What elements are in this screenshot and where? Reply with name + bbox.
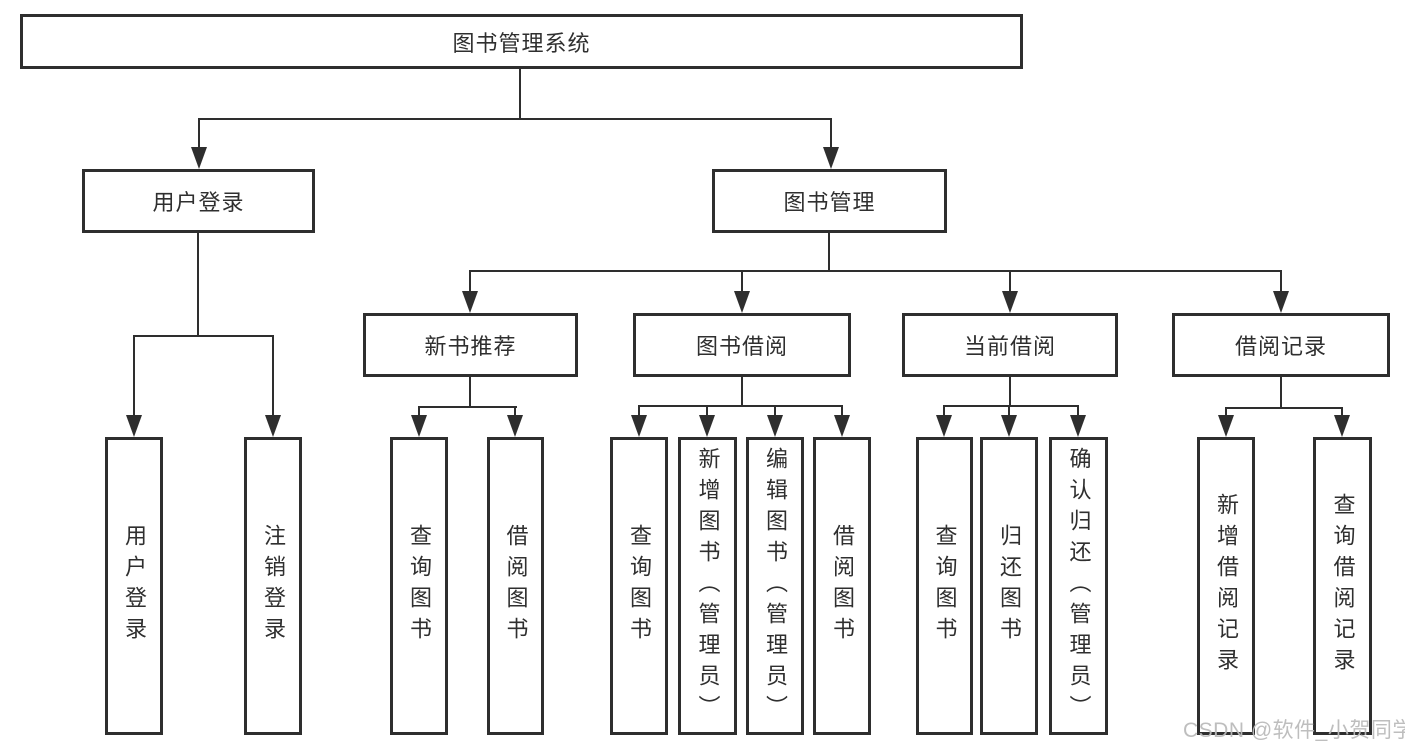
connector-arrow-borrow-records [1273,270,1289,313]
connector-book-management-branch [469,270,1282,272]
node-user-login-label: 用户登录 [152,190,245,215]
connector-arrow-borrow-books-recommend [507,406,523,437]
leaf-borrow-books-recommend: 借阅图书 [487,437,544,735]
leaf-add-borrow-record-label: 新增借阅记录 [1214,493,1239,679]
node-new-book-recommend-label: 新书推荐 [424,334,517,359]
connector-arrow-user-login [191,118,207,169]
node-root-label: 图书管理系统 [452,30,591,56]
connector-arrow-borrow-books [834,405,850,437]
leaf-confirm-return-admin-label: 确认归还（管理员） [1066,446,1092,726]
connector-records-branch [1225,407,1343,409]
connector-user-login-stem [197,233,199,337]
connector-arrow-query-books-recommend [411,406,427,437]
leaf-query-books-current-label: 查询图书 [932,524,958,648]
leaf-query-books-recommend: 查询图书 [390,437,448,735]
connector-arrow-book-management [823,118,839,169]
connector-root-branch [198,118,832,120]
connector-current-branch [943,405,1079,407]
leaf-edit-book-admin-label: 编辑图书（管理员） [763,446,788,726]
leaf-borrow-books: 借阅图书 [813,437,871,735]
connector-book-management-stem [828,233,830,272]
connector-user-login-branch [133,335,274,337]
leaf-return-books: 归还图书 [980,437,1038,735]
connector-recommend-branch [418,406,517,408]
connector-current-stem [1009,376,1011,407]
node-current-borrow-label: 当前借阅 [963,334,1056,359]
connector-arrow-confirm-return [1070,405,1086,437]
connector-arrow-add-book-admin [699,405,715,437]
leaf-query-books-borrow-label: 查询图书 [627,524,652,648]
leaf-user-login-label: 用户登录 [122,524,147,648]
csdn-watermark: CSDN @软件_小贺同学 [1183,719,1405,742]
node-current-borrow: 当前借阅 [902,313,1118,377]
leaf-return-books-label: 归还图书 [997,524,1022,648]
leaf-logout-label: 注销登录 [261,524,286,648]
connector-arrow-leaf-logout [265,335,281,437]
node-book-management-label: 图书管理 [783,190,876,215]
connector-root-stem [519,69,521,120]
connector-borrow-stem [741,377,743,407]
node-book-management: 图书管理 [712,169,947,233]
leaf-add-book-admin: 新增图书（管理员） [678,437,737,735]
leaf-edit-book-admin: 编辑图书（管理员） [746,437,804,735]
leaf-query-books-recommend-label: 查询图书 [407,524,432,648]
connector-arrow-leaf-user-login [126,335,142,437]
node-book-borrow: 图书借阅 [633,313,851,377]
node-root: 图书管理系统 [20,14,1023,69]
leaf-query-borrow-record-label: 查询借阅记录 [1330,493,1356,679]
node-borrow-records: 借阅记录 [1172,313,1390,377]
connector-recommend-stem [469,377,471,408]
connector-arrow-query-books-current [936,405,952,437]
connector-arrow-query-books-borrow [631,405,647,437]
leaf-query-books-borrow: 查询图书 [610,437,668,735]
connector-arrow-current-borrow [1002,270,1018,313]
connector-arrow-book-borrow [734,270,750,313]
connector-arrow-new-book-recommend [462,270,478,313]
connector-records-stem [1280,376,1282,409]
connector-arrow-query-borrow-record [1334,407,1350,437]
leaf-confirm-return-admin: 确认归还（管理员） [1049,437,1108,735]
node-book-borrow-label: 图书借阅 [695,334,788,359]
connector-arrow-add-borrow-record [1218,407,1234,437]
leaf-borrow-books-recommend-label: 借阅图书 [503,524,529,648]
node-user-login: 用户登录 [82,169,315,233]
leaf-query-books-current: 查询图书 [916,437,973,735]
leaf-user-login: 用户登录 [105,437,163,735]
node-new-book-recommend: 新书推荐 [363,313,578,377]
connector-arrow-return-books [1001,405,1017,437]
leaf-query-borrow-record: 查询借阅记录 [1313,437,1372,735]
leaf-add-borrow-record: 新增借阅记录 [1197,437,1255,735]
leaf-add-book-admin-label: 新增图书（管理员） [695,446,721,726]
leaf-borrow-books-label: 借阅图书 [830,524,855,648]
node-borrow-records-label: 借阅记录 [1234,334,1327,359]
connector-borrow-branch [638,405,843,407]
leaf-logout: 注销登录 [244,437,302,735]
connector-arrow-edit-book-admin [767,405,783,437]
